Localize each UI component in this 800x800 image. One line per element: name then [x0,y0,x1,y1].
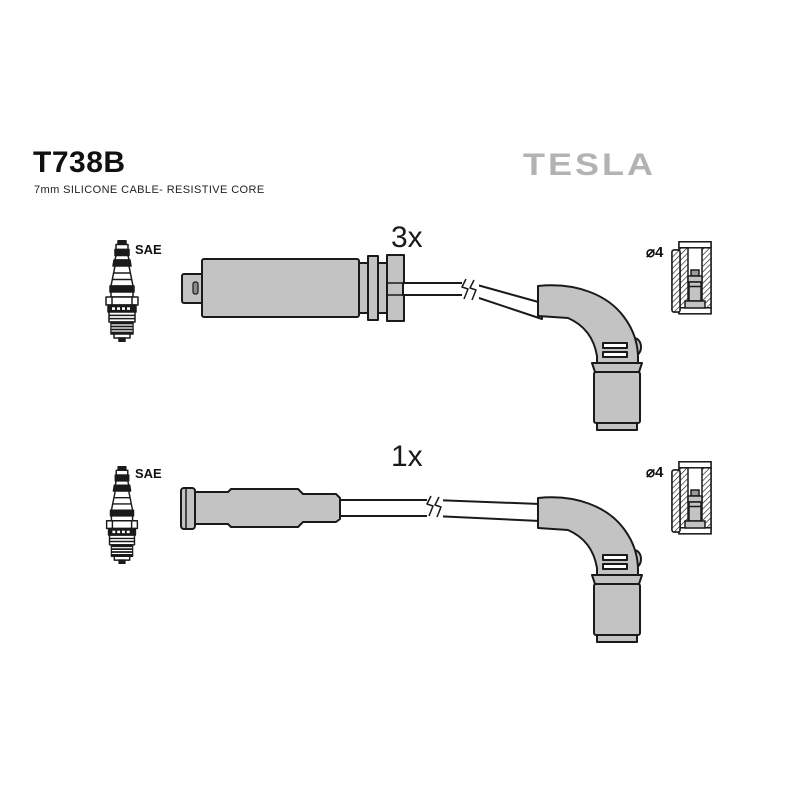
ignition-cable-drawing-coil-end [181,254,643,431]
sae-label: SAE [135,466,162,481]
sae-label: SAE [135,242,162,257]
terminal-connector-icon [671,461,713,535]
elbow-boot-drawing [537,496,643,643]
product-subtitle: 7mm SILICONE CABLE- RESISTIVE CORE [34,184,265,196]
quantity-label: 1x [391,440,423,473]
brand-logo: TESLA [523,146,657,183]
elbow-boot-drawing [537,284,643,431]
part-number: T738B [33,146,126,179]
quantity-label: 3x [391,221,423,254]
ignition-cable-drawing-straight-boot [180,487,643,643]
terminal-connector-icon [671,241,713,315]
terminal-diameter-label: ⌀4 [646,464,664,481]
terminal-diameter-label: ⌀4 [646,244,664,261]
